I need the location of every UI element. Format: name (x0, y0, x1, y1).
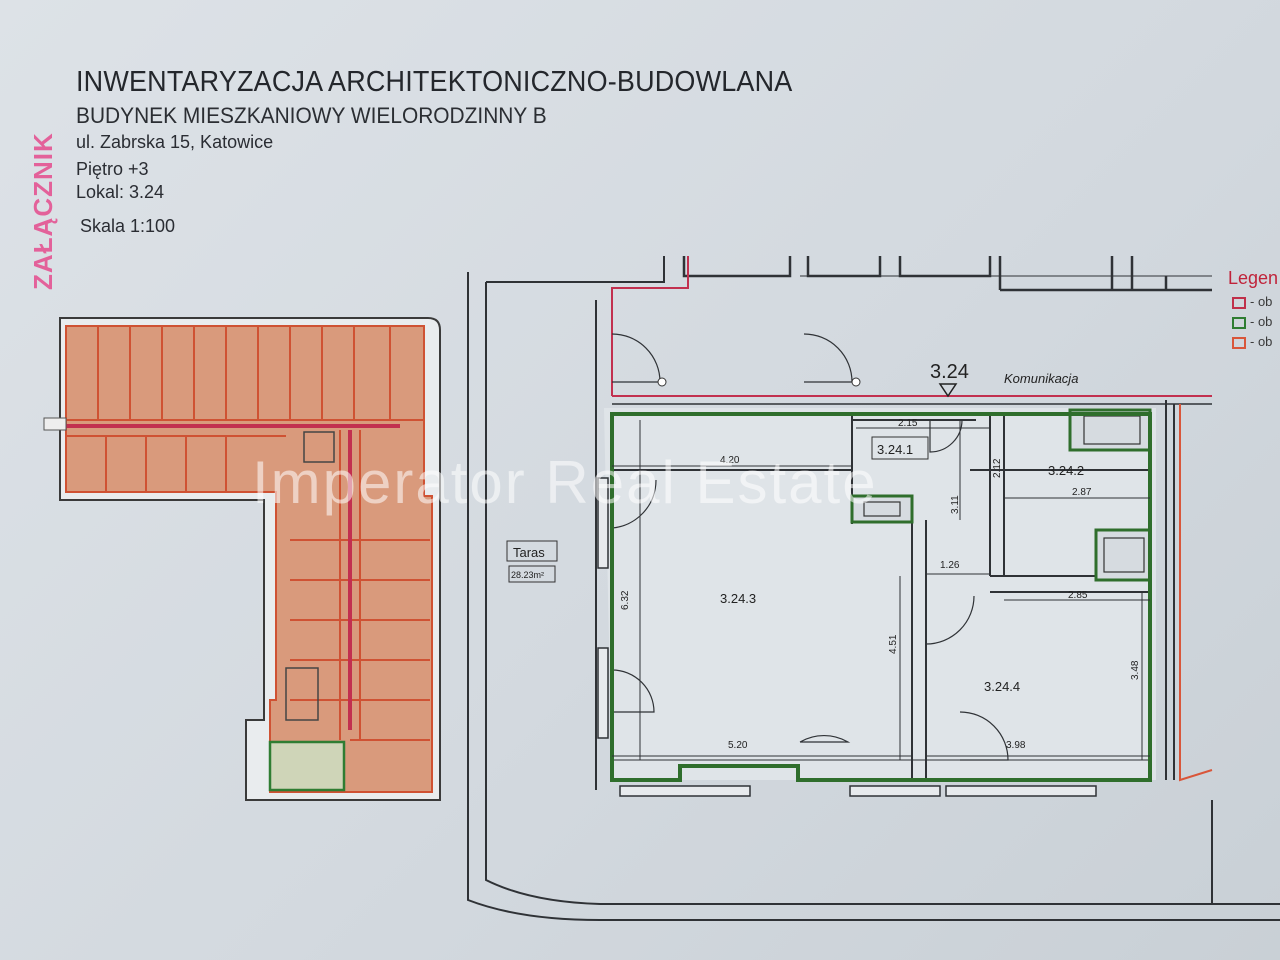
dimension-label: 4.51 (888, 634, 899, 654)
floor-line: Piętro +3 (76, 159, 149, 179)
unit-line: Lokal: 3.24 (76, 182, 165, 202)
dimension-label: 3.11 (950, 495, 961, 514)
room-label-3-24-3: 3.24.3 (720, 591, 756, 606)
dimension-label: 2.12 (992, 458, 1003, 478)
key-plan (43, 317, 441, 801)
terrace-area-box (508, 565, 556, 583)
legend-item: - ob (1232, 314, 1272, 329)
corridor-walls (682, 256, 1212, 292)
terrace-area: 28.23m² (511, 570, 544, 580)
terrace-outline (467, 256, 1280, 921)
unit-3-24 (597, 408, 1156, 797)
dimension-label: 2.87 (1072, 487, 1092, 498)
scale-line: Skala 1:100 (80, 216, 176, 236)
dimension-label: 2.15 (898, 418, 918, 429)
room-label-box (871, 436, 929, 460)
legend-swatch (1232, 296, 1246, 309)
dimension-label: 2.85 (1068, 590, 1088, 601)
room-label-3-24-2: 3.24.2 (1048, 463, 1084, 478)
dimension-label: 4.20 (720, 455, 740, 466)
room-label-3-24-1: 3.24.1 (877, 442, 913, 457)
document-title: INWENTARYZACJA ARCHITEKTONICZNO-BUDOWLAN… (76, 66, 793, 98)
dimension-label: 3.48 (1130, 660, 1141, 680)
terrace-label-box (506, 540, 558, 562)
room-label-3-24-4: 3.24.4 (984, 679, 1020, 694)
legend-item: - ob (1232, 334, 1272, 349)
terrace-label: Taras (513, 545, 545, 560)
legend-swatch (1232, 316, 1246, 329)
unit-marker-icon (938, 383, 958, 398)
dimension-label: 1.26 (940, 560, 960, 571)
legend-title: Legen (1228, 268, 1279, 288)
legend-item: - ob (1232, 294, 1272, 309)
legend-swatch (1232, 336, 1246, 349)
corridor-label: Komunikacja (1004, 371, 1078, 386)
dimension-label: 6.32 (620, 590, 631, 610)
address-line: ul. Zabrska 15, Katowice (76, 132, 274, 152)
watermark: Imperator Real Estate (252, 449, 878, 516)
unit-number: 3.24 (930, 361, 969, 383)
document-subtitle: BUDYNEK MIESZKANIOWY WIELORODZINNY B (76, 103, 547, 128)
dimension-label: 5.20 (728, 740, 748, 751)
dimension-label: 3.98 (1006, 740, 1026, 751)
